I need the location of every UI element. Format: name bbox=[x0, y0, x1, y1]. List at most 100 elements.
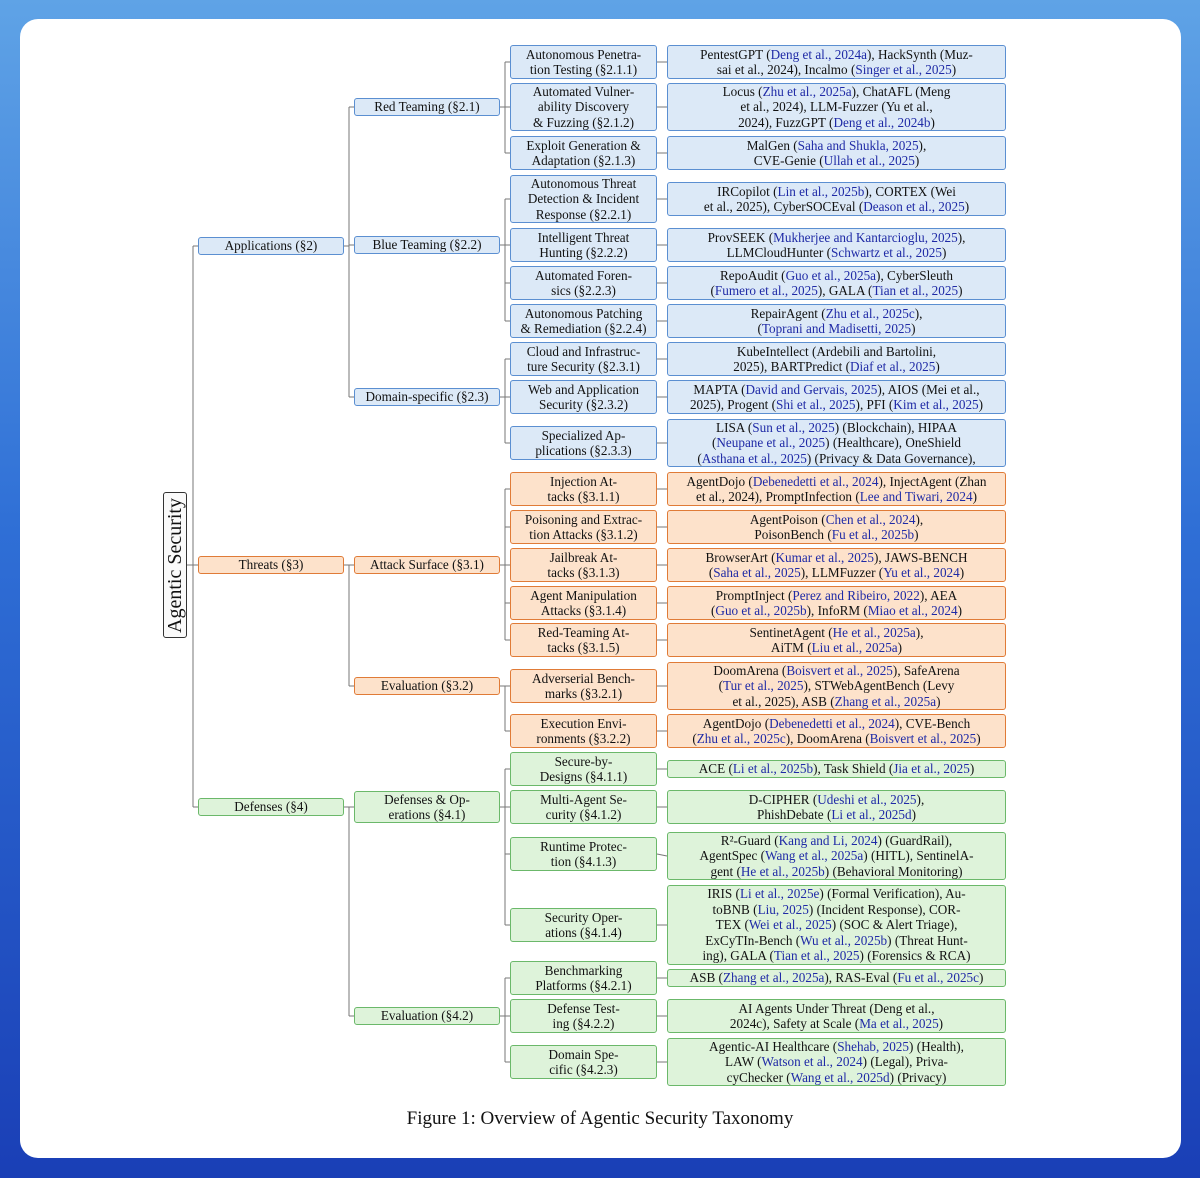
topic-node: Multi-Agent Se-curity (§4.1.2) bbox=[510, 790, 657, 824]
references-node-text: KubeIntellect (Ardebili and Bartolini,20… bbox=[733, 343, 940, 375]
topic-node-text: Specialized Ap-plications (§2.3.3) bbox=[535, 427, 632, 459]
topic-node-text: Automated Vulner-ability Discovery& Fuzz… bbox=[532, 83, 635, 130]
topic-node: Security Oper-ations (§4.1.4) bbox=[510, 908, 657, 942]
references-node-text: ProvSEEK (Mukherjee and Kantarcioglu, 20… bbox=[707, 229, 966, 261]
references-node: IRCopilot (Lin et al., 2025b), CORTEX (W… bbox=[667, 182, 1006, 216]
subcategory-node: Evaluation (§4.2) bbox=[354, 1007, 500, 1025]
references-node: AI Agents Under Threat (Deng et al.,2024… bbox=[667, 999, 1006, 1033]
references-node: Agentic-AI Healthcare (Shehab, 2025) (He… bbox=[667, 1038, 1006, 1086]
references-node: AgentPoison (Chen et al., 2024),PoisonBe… bbox=[667, 510, 1006, 544]
references-node: RepoAudit (Guo et al., 2025a), CyberSleu… bbox=[667, 266, 1006, 300]
references-node-text: D-CIPHER (Udeshi et al., 2025),PhishDeba… bbox=[748, 791, 925, 823]
references-node-text: Agentic-AI Healthcare (Shehab, 2025) (He… bbox=[709, 1038, 964, 1085]
category-node: Applications (§2) bbox=[198, 237, 344, 255]
topic-node-text: Automated Foren-sics (§2.2.3) bbox=[534, 267, 633, 299]
category-node: Threats (§3) bbox=[198, 556, 344, 574]
references-node-text: DoomArena (Boisvert et al., 2025), SafeA… bbox=[713, 662, 960, 709]
category-node-text: Defenses (§4) bbox=[234, 799, 308, 815]
topic-node-text: Secure-by-Designs (§4.1.1) bbox=[539, 753, 628, 785]
references-node-text: BrowserArt (Kumar et al., 2025), JAWS-BE… bbox=[705, 549, 968, 581]
references-node: D-CIPHER (Udeshi et al., 2025),PhishDeba… bbox=[667, 790, 1006, 824]
topic-node: Execution Envi-ronments (§3.2.2) bbox=[510, 714, 657, 748]
references-node-text: MAPTA (David and Gervais, 2025), AIOS (M… bbox=[689, 381, 984, 413]
references-node-text: AgentDojo (Debenedetti et al., 2024), CV… bbox=[692, 715, 981, 747]
topic-node: Exploit Generation &Adaptation (§2.1.3) bbox=[510, 136, 657, 170]
topic-node-text: Cloud and Infrastruc-ture Security (§2.3… bbox=[526, 343, 641, 375]
references-node: AgentDojo (Debenedetti et al., 2024), In… bbox=[667, 472, 1006, 506]
subcategory-node: Defenses & Op-erations (§4.1) bbox=[354, 791, 500, 823]
subcategory-node-text: Blue Teaming (§2.2) bbox=[372, 237, 482, 253]
topic-node-text: Injection At-tacks (§3.1.1) bbox=[547, 473, 620, 505]
references-node: IRIS (Li et al., 2025e) (Formal Verifica… bbox=[667, 885, 1006, 965]
topic-node: Cloud and Infrastruc-ture Security (§2.3… bbox=[510, 342, 657, 376]
references-node-text: PentestGPT (Deng et al., 2024a), HackSyn… bbox=[700, 46, 973, 78]
topic-node-text: Exploit Generation &Adaptation (§2.1.3) bbox=[526, 137, 641, 169]
references-node: KubeIntellect (Ardebili and Bartolini,20… bbox=[667, 342, 1006, 376]
topic-node: Jailbreak At-tacks (§3.1.3) bbox=[510, 548, 657, 582]
references-node-text: Locus (Zhu et al., 2025a), ChatAFL (Meng… bbox=[722, 83, 951, 130]
topic-node: Poisoning and Extrac-tion Attacks (§3.1.… bbox=[510, 510, 657, 544]
references-node-text: ACE (Li et al., 2025b), Task Shield (Jia… bbox=[698, 761, 975, 777]
category-node: Defenses (§4) bbox=[198, 798, 344, 816]
topic-node-text: Red-Teaming At-tacks (§3.1.5) bbox=[537, 624, 630, 656]
subcategory-node-text: Red Teaming (§2.1) bbox=[374, 99, 480, 115]
topic-node-text: Security Oper-ations (§4.1.4) bbox=[544, 909, 623, 941]
subcategory-node: Blue Teaming (§2.2) bbox=[354, 236, 500, 254]
references-node: PentestGPT (Deng et al., 2024a), HackSyn… bbox=[667, 45, 1006, 79]
subcategory-node: Red Teaming (§2.1) bbox=[354, 98, 500, 116]
references-node: ASB (Zhang et al., 2025a), RAS-Eval (Fu … bbox=[667, 969, 1006, 987]
references-node: RepairAgent (Zhu et al., 2025c),(Toprani… bbox=[667, 304, 1006, 338]
topic-node: Automated Foren-sics (§2.2.3) bbox=[510, 266, 657, 300]
references-node-text: RepairAgent (Zhu et al., 2025c),(Toprani… bbox=[750, 305, 923, 337]
topic-node: Defense Test-ing (§4.2.2) bbox=[510, 999, 657, 1033]
references-node-text: RepoAudit (Guo et al., 2025a), CyberSleu… bbox=[710, 267, 963, 299]
references-node: SentinetAgent (He et al., 2025a),AiTM (L… bbox=[667, 623, 1006, 657]
topic-node-text: Autonomous Patching& Remediation (§2.2.4… bbox=[520, 305, 647, 337]
references-node-text: R²-Guard (Kang and Li, 2024) (GuardRail)… bbox=[699, 832, 974, 879]
references-node-text: SentinetAgent (He et al., 2025a),AiTM (L… bbox=[749, 624, 924, 656]
references-node: AgentDojo (Debenedetti et al., 2024), CV… bbox=[667, 714, 1006, 748]
root-node: Agentic Security bbox=[163, 492, 187, 638]
references-node-text: PromptInject (Perez and Ribeiro, 2022), … bbox=[711, 587, 962, 619]
references-node-text: MalGen (Saha and Shukla, 2025),CVE-Genie… bbox=[746, 137, 927, 169]
topic-node: Specialized Ap-plications (§2.3.3) bbox=[510, 426, 657, 460]
references-node-text: ASB (Zhang et al., 2025a), RAS-Eval (Fu … bbox=[689, 970, 984, 986]
references-node: MAPTA (David and Gervais, 2025), AIOS (M… bbox=[667, 380, 1006, 414]
references-node: PromptInject (Perez and Ribeiro, 2022), … bbox=[667, 586, 1006, 620]
topic-node: Domain Spe-cific (§4.2.3) bbox=[510, 1045, 657, 1079]
topic-node-text: Execution Envi-ronments (§3.2.2) bbox=[536, 715, 631, 747]
subcategory-node-text: Attack Surface (§3.1) bbox=[370, 557, 484, 573]
references-node: BrowserArt (Kumar et al., 2025), JAWS-BE… bbox=[667, 548, 1006, 582]
topic-node: Secure-by-Designs (§4.1.1) bbox=[510, 752, 657, 786]
topic-node-text: Autonomous Penetra-tion Testing (§2.1.1) bbox=[525, 46, 642, 78]
figure-caption: Figure 1: Overview of Agentic Security T… bbox=[406, 1108, 794, 1129]
subcategory-node: Attack Surface (§3.1) bbox=[354, 556, 500, 574]
topic-node-text: Domain Spe-cific (§4.2.3) bbox=[548, 1046, 619, 1078]
subcategory-node-text: Evaluation (§4.2) bbox=[380, 1008, 474, 1024]
references-node-text: AgentPoison (Chen et al., 2024),PoisonBe… bbox=[749, 511, 924, 543]
category-node-text: Threats (§3) bbox=[238, 557, 304, 573]
subcategory-node: Evaluation (§3.2) bbox=[354, 677, 500, 695]
topic-node: Automated Vulner-ability Discovery& Fuzz… bbox=[510, 83, 657, 131]
topic-node-text: Poisoning and Extrac-tion Attacks (§3.1.… bbox=[524, 511, 643, 543]
references-node-text: IRCopilot (Lin et al., 2025b), CORTEX (W… bbox=[703, 183, 970, 215]
references-node: ProvSEEK (Mukherjee and Kantarcioglu, 20… bbox=[667, 228, 1006, 262]
references-node: R²-Guard (Kang and Li, 2024) (GuardRail)… bbox=[667, 832, 1006, 880]
references-node: MalGen (Saha and Shukla, 2025),CVE-Genie… bbox=[667, 136, 1006, 170]
topic-node-text: Defense Test-ing (§4.2.2) bbox=[547, 1000, 620, 1032]
topic-node-text: Adverserial Bench-marks (§3.2.1) bbox=[532, 670, 635, 702]
references-node-text: LISA (Sun et al., 2025) (Blockchain), HI… bbox=[697, 419, 976, 466]
topic-node: Injection At-tacks (§3.1.1) bbox=[510, 472, 657, 506]
references-node: LISA (Sun et al., 2025) (Blockchain), HI… bbox=[667, 419, 1006, 467]
subcategory-node-text: Evaluation (§3.2) bbox=[380, 678, 474, 694]
subcategory-node: Domain-specific (§2.3) bbox=[354, 388, 500, 406]
category-node-text: Applications (§2) bbox=[224, 238, 318, 254]
